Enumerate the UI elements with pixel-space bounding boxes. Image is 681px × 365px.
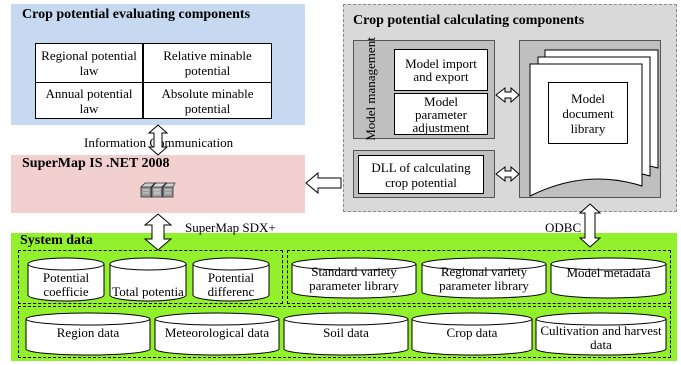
left-arrow-icon bbox=[305, 171, 342, 195]
system-data-top-right-group bbox=[287, 250, 671, 304]
database-label: Total potentia bbox=[112, 284, 184, 299]
database-label: Region data bbox=[56, 325, 120, 340]
double-arrow-icon bbox=[143, 213, 173, 251]
dll-calculating-box: DLL of calculating crop potential bbox=[358, 155, 484, 194]
database-region-data: Region data bbox=[25, 312, 151, 356]
database-label: Regional variety parameter library bbox=[439, 264, 529, 293]
double-arrow-icon bbox=[578, 203, 602, 248]
relative-minable-potential-cell: Relative minable potential bbox=[143, 43, 272, 83]
double-arrow-icon bbox=[495, 86, 520, 104]
database-label: Potential differenc bbox=[207, 270, 255, 299]
odbc-label: ODBC bbox=[545, 220, 582, 235]
database-model-metadata: Model metadata bbox=[550, 257, 667, 299]
absolute-minable-potential-cell: Absolute minable potential bbox=[143, 82, 272, 119]
sdx-label: SuperMap SDX+ bbox=[185, 220, 276, 235]
calculating-title: Crop potential calculating components bbox=[353, 13, 585, 28]
database-total-potential: Total potentia bbox=[109, 257, 187, 303]
system-data-top-left-group bbox=[18, 250, 283, 304]
annual-potential-law-cell: Annual potential law bbox=[35, 82, 143, 119]
database-label: Standard variety parameter library bbox=[309, 264, 399, 293]
supermap-title: SuperMap IS .NET 2008 bbox=[22, 156, 170, 171]
database-standard-variety-parameter-library: Standard variety parameter library bbox=[291, 257, 417, 299]
database-label: Cultivation and harvest data bbox=[540, 323, 662, 352]
database-regional-variety-parameter-library: Regional variety parameter library bbox=[421, 257, 547, 299]
database-meteorological-data: Meteorological data bbox=[154, 312, 280, 356]
database-potential-coefficient: Potential coefficie bbox=[27, 257, 105, 303]
double-arrow-icon bbox=[495, 165, 520, 183]
database-label: Model metadata bbox=[566, 265, 651, 280]
database-potential-difference: Potential differenc bbox=[192, 257, 270, 303]
server-cluster-icon bbox=[140, 178, 176, 200]
double-arrow-icon bbox=[147, 124, 169, 156]
model-parameter-adjustment-box: Model parameter adjustment bbox=[394, 93, 488, 135]
database-label: Crop data bbox=[446, 325, 498, 340]
system-data-bottom-group bbox=[18, 306, 671, 358]
database-crop-data: Crop data bbox=[411, 312, 533, 356]
evaluating-title: Crop potential evaluating components bbox=[22, 7, 251, 22]
system-data-title: System data bbox=[20, 233, 93, 248]
database-label: Meteorological data bbox=[164, 325, 270, 340]
database-soil-data: Soil data bbox=[283, 312, 409, 356]
database-label: Soil data bbox=[323, 325, 369, 340]
database-cultivation-harvest-data: Cultivation and harvest data bbox=[535, 312, 667, 356]
database-label: Potential coefficie bbox=[42, 270, 90, 299]
model-document-library-box: Model document library bbox=[548, 82, 628, 144]
model-import-export-box: Model import and export bbox=[394, 49, 488, 91]
regional-potential-law-cell: Regional potential law bbox=[35, 43, 143, 83]
